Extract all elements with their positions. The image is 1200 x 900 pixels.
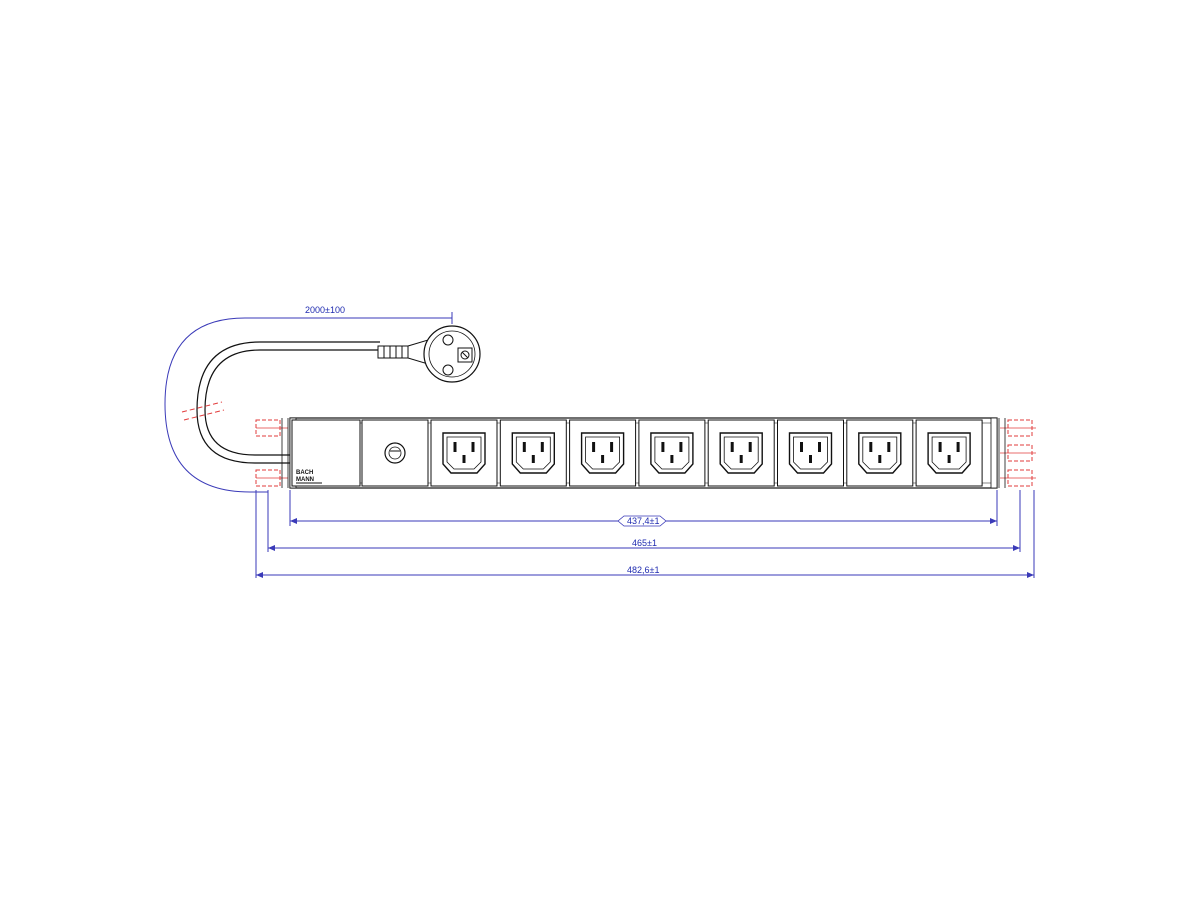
c13-outlet-icon bbox=[777, 419, 844, 487]
c13-outlet-icon bbox=[915, 419, 983, 487]
schuko-plug-icon bbox=[423, 325, 481, 383]
circuit-breaker-panel bbox=[361, 419, 429, 487]
cable-strain-relief bbox=[377, 339, 429, 365]
power-cable bbox=[181, 341, 380, 464]
c13-outlet-icon bbox=[638, 419, 706, 487]
cable-length-dimension-arc bbox=[164, 317, 452, 493]
breaker-icon bbox=[384, 442, 406, 464]
dimension-mount-label: 465±1 bbox=[632, 538, 657, 548]
brand-logo-line1: BACH bbox=[296, 470, 313, 476]
c13-outlet-icon bbox=[430, 419, 498, 487]
c13-outlet-icon bbox=[499, 419, 567, 487]
brand-panel: BACH MANN bbox=[291, 419, 361, 487]
c13-outlet-icon bbox=[846, 419, 914, 487]
dimension-total-label: 482,6±1 bbox=[627, 565, 659, 575]
c13-outlet-icon bbox=[569, 419, 637, 487]
dimension-profile-label: 437,4±1 bbox=[627, 516, 659, 526]
c13-outlet-icon bbox=[707, 419, 775, 487]
dimension-total: 482,6±1 bbox=[256, 565, 1034, 578]
rack-ear-left bbox=[255, 418, 289, 488]
c13-outlets bbox=[430, 419, 983, 487]
cable-length-label: 2000±100 bbox=[305, 305, 345, 315]
dimension-profile: 437,4±1 bbox=[290, 515, 997, 527]
dimension-mount: 465±1 bbox=[268, 538, 1020, 551]
extension-lines bbox=[255, 490, 1035, 578]
brand-logo-line2: MANN bbox=[296, 477, 314, 483]
rack-ear-right bbox=[998, 418, 1036, 488]
